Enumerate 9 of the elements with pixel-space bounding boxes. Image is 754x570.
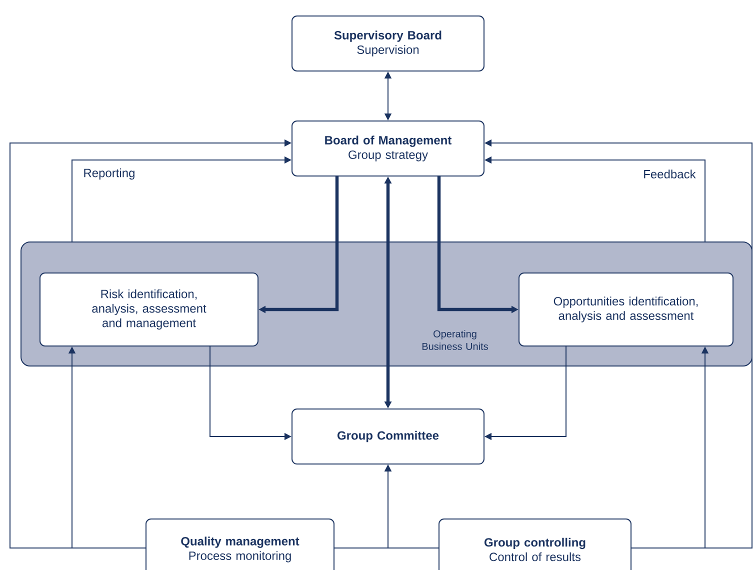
process-box: Group controlling Control of results — [438, 518, 632, 570]
process-box: Board of Management Group strategy — [292, 120, 484, 176]
process-box: Risk identification, analysis, assessment and management — [40, 272, 258, 346]
edge-label: Reporting — [82, 167, 136, 181]
process-box: Group Committee — [292, 408, 484, 464]
process-box: Quality management Process monitoring — [146, 518, 334, 570]
process-box: Supervisory Board Supervision — [292, 16, 484, 72]
edge-label: Feedback — [642, 168, 697, 180]
process-box: Opportunities identification, analysis and assessment — [518, 272, 734, 346]
